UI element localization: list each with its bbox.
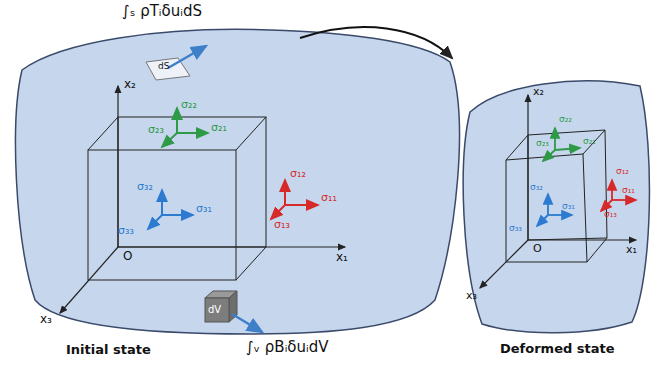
stress-label: σ₃₁ — [196, 203, 212, 215]
stress-label: σ₁₂ — [616, 167, 629, 177]
area-label: dS — [158, 62, 169, 72]
axis-label: x₂ — [124, 78, 136, 91]
initial-body — [16, 29, 460, 334]
stress-label: σ₁₃ — [604, 210, 617, 220]
stress-label: σ₃₃ — [118, 225, 134, 237]
volume-element — [205, 291, 237, 322]
axis-label: x₃ — [466, 290, 477, 302]
state-title: Deformed state — [500, 342, 615, 356]
stress-label: σ₂₁ — [211, 122, 227, 134]
origin-label: O — [533, 243, 542, 255]
axis-label: x₁ — [626, 244, 637, 256]
stress-label: σ₃₁ — [562, 202, 575, 212]
deform-arrow — [300, 27, 452, 58]
stress-label: σ₃₃ — [509, 224, 522, 234]
stress-label: σ₂₂ — [559, 115, 572, 125]
origin-label: O — [123, 250, 132, 263]
stress-label: σ₃₂ — [137, 181, 153, 193]
axis-label: x₃ — [40, 313, 52, 326]
volume-label: dV — [208, 304, 221, 315]
surface-patch — [146, 58, 190, 80]
stress-label: σ₁₃ — [274, 219, 290, 231]
state-title: Initial state — [66, 343, 151, 357]
stress-label: σ₂₂ — [181, 99, 197, 111]
stress-label: σ₁₂ — [290, 168, 306, 180]
deformed-body — [463, 81, 649, 333]
axis-label: x₂ — [533, 86, 544, 98]
stress-label: σ₂₁ — [583, 137, 596, 147]
integral-label: ∫ₛ ρTᵢδuᵢdS — [122, 3, 202, 20]
stress-label: σ₁₁ — [321, 192, 337, 204]
stress-label: σ₁₁ — [622, 186, 635, 196]
stress-label: σ₂₃ — [148, 124, 164, 136]
axis-label: x₁ — [336, 251, 348, 264]
stress-label: σ₂₃ — [536, 139, 549, 149]
integral-label: ∫ᵥ ρBᵢδuᵢdV — [246, 339, 328, 356]
stress-label: σ₃₂ — [530, 183, 543, 193]
